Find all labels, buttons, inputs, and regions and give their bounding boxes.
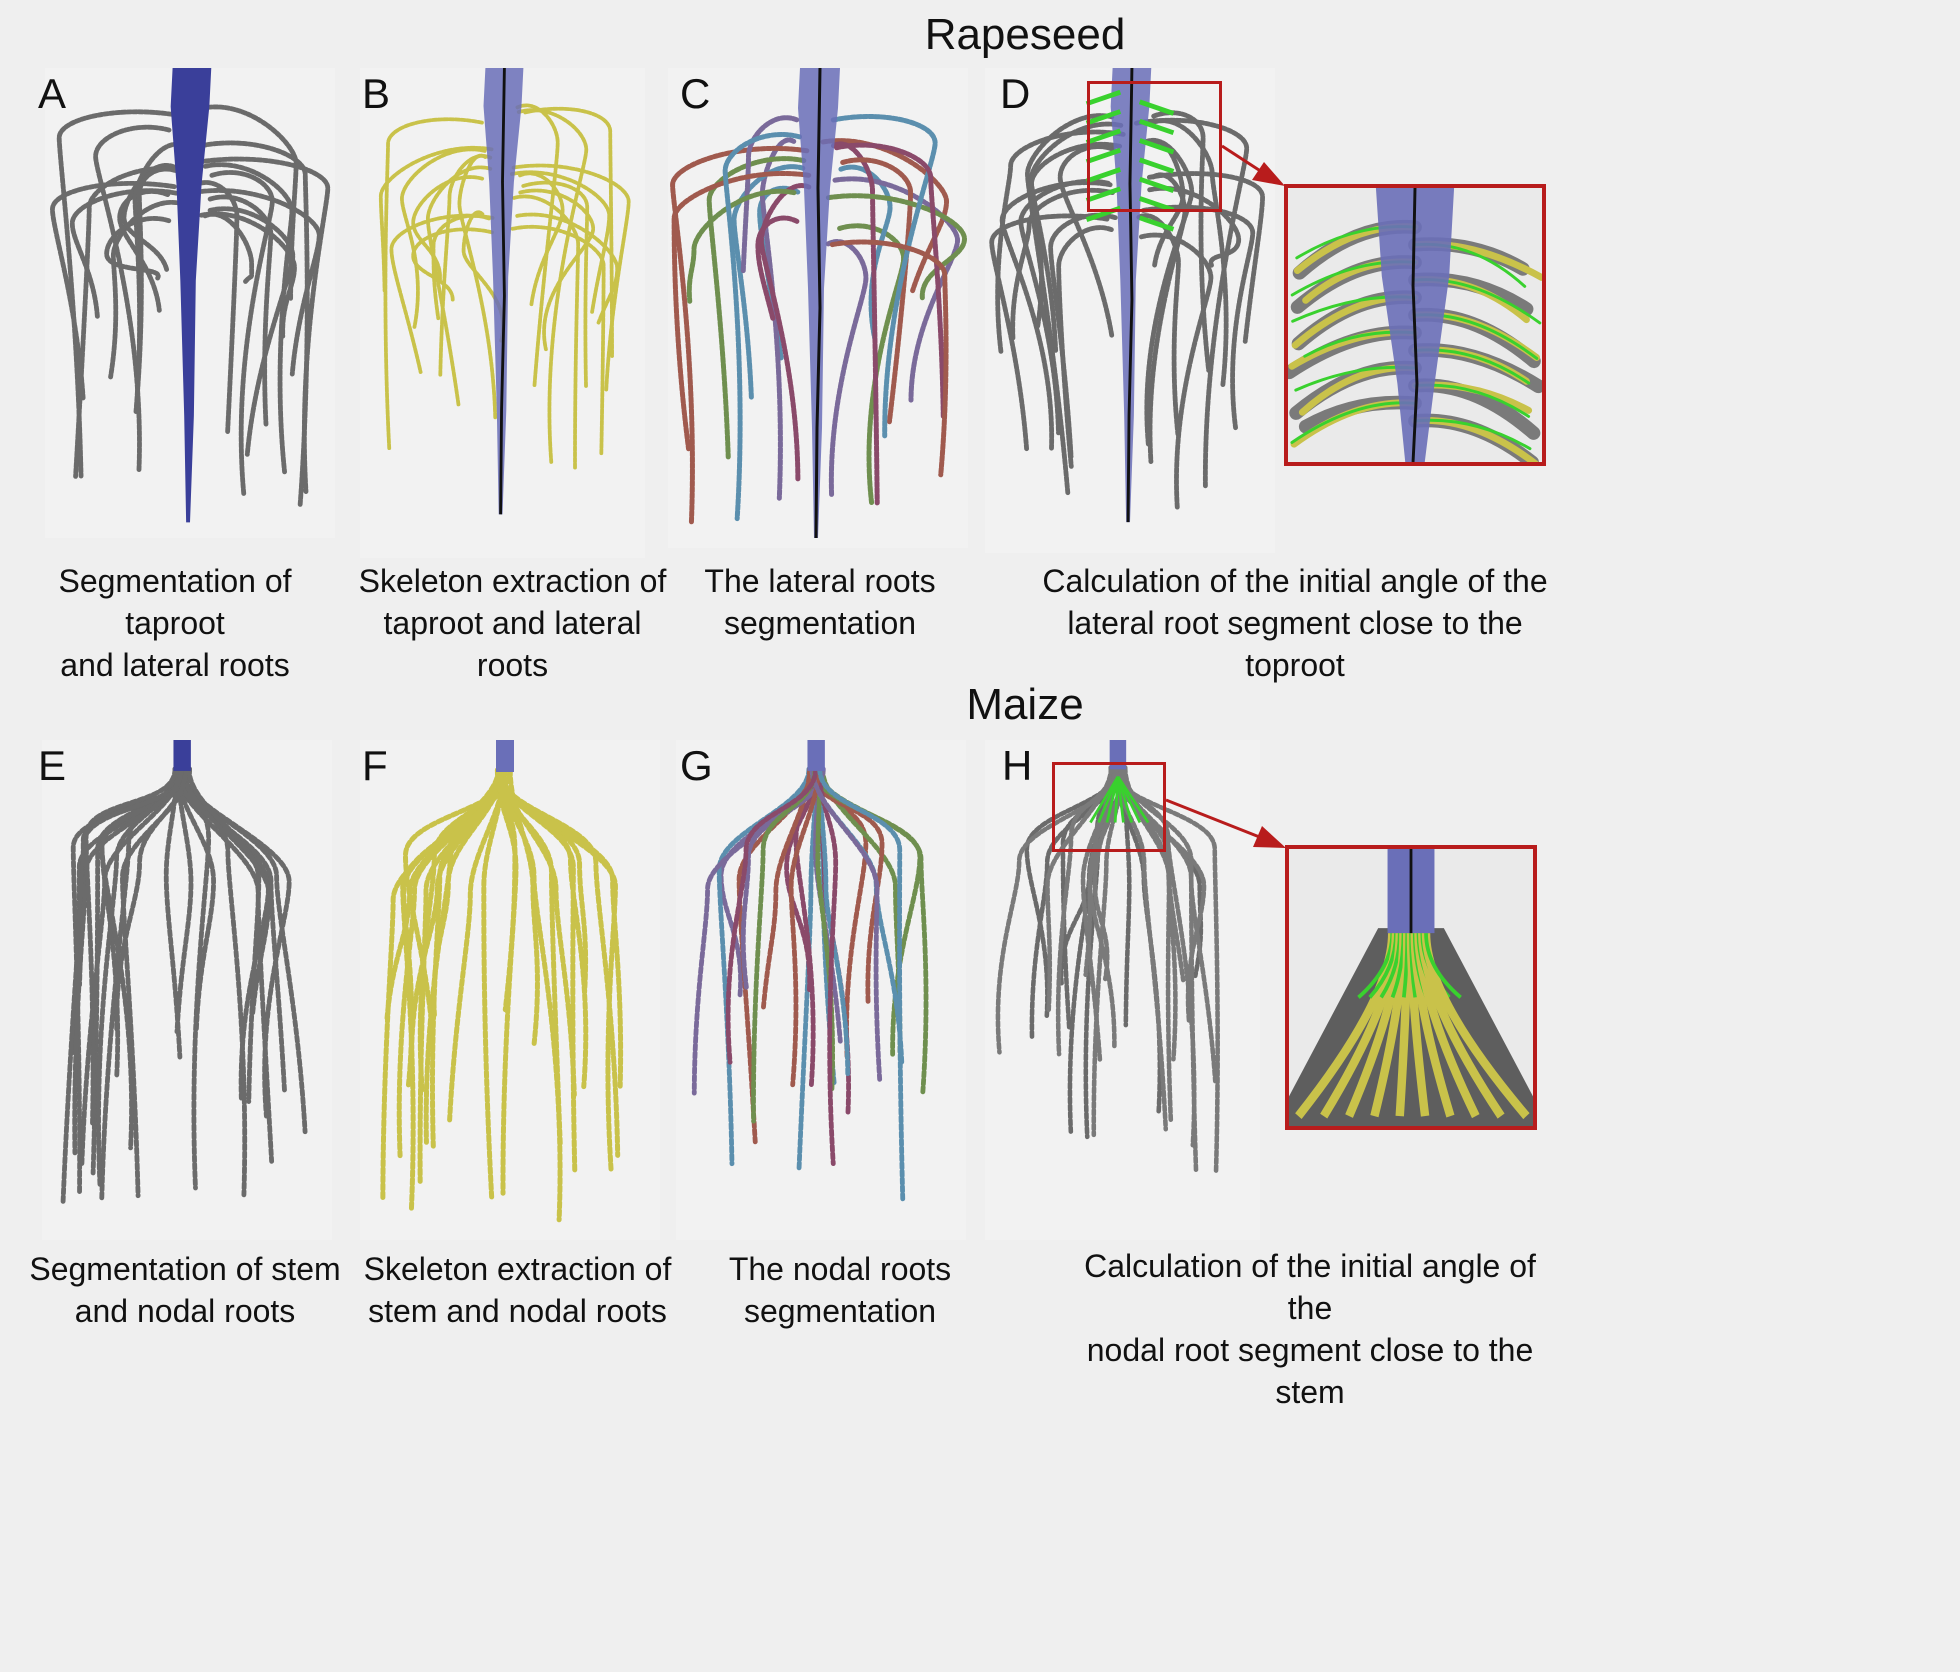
caption-d: Calculation of the initial angle of the …	[1030, 560, 1560, 686]
inset-rapeseed	[1284, 184, 1546, 466]
panel-letter-d: D	[1000, 70, 1031, 117]
caption-f-line-1: Skeleton extraction of	[363, 1251, 672, 1287]
caption-h: Calculation of the initial angle of the …	[1060, 1245, 1560, 1413]
root-illustration	[60, 740, 308, 1204]
rapeseed-title: Rapeseed	[924, 10, 1126, 59]
caption-g-line-1: The nodal roots	[728, 1251, 952, 1287]
caption-e-line-2: and nodal roots	[74, 1293, 296, 1329]
caption-a: Segmentation of taproot and lateral root…	[10, 560, 340, 686]
panel-c-image	[668, 68, 968, 548]
panel-letter-b: B	[362, 70, 391, 117]
root-illustration	[995, 740, 1220, 1175]
inset-maize	[1285, 845, 1537, 1130]
panel-letter-g: G	[680, 742, 713, 789]
caption-d-line-2: lateral root segment close to the toproo…	[1067, 605, 1523, 683]
maize-title: Maize	[966, 680, 1084, 729]
panel-letter-a: A	[38, 70, 67, 117]
caption-a-line-2: and lateral roots	[60, 647, 290, 683]
caption-c-line-2: segmentation	[723, 605, 917, 641]
caption-d-line-1: Calculation of the initial angle of the	[1042, 563, 1548, 599]
caption-c: The lateral roots segmentation	[680, 560, 960, 644]
root-illustration	[670, 68, 968, 539]
panel-a-image	[45, 68, 335, 538]
panel-letter-e: E	[38, 742, 67, 789]
panel-e-image	[42, 740, 332, 1240]
caption-f-line-2: stem and nodal roots	[368, 1293, 667, 1329]
caption-b-line-1: Skeleton extraction of	[358, 563, 667, 599]
caption-h-line-1: Calculation of the initial angle of the	[1084, 1248, 1536, 1326]
caption-a-line-1: Segmentation of taproot	[58, 563, 292, 641]
panel-g-image	[676, 740, 966, 1240]
caption-g-line-2: segmentation	[743, 1293, 937, 1329]
caption-e-line-1: Segmentation of stem	[29, 1251, 341, 1287]
caption-b: Skeleton extraction of taproot and later…	[345, 560, 680, 686]
inset-illustration	[1289, 849, 1533, 1126]
root-illustration	[380, 740, 624, 1223]
root-illustration	[378, 68, 631, 515]
caption-e: Segmentation of stem and nodal roots	[20, 1248, 350, 1332]
panel-letter-f: F	[362, 742, 388, 789]
root-illustration	[50, 68, 331, 523]
caption-b-line-2: taproot and lateral roots	[383, 605, 642, 683]
panel-b-image	[360, 68, 645, 558]
caption-g: The nodal roots segmentation	[700, 1248, 980, 1332]
root-illustration	[691, 740, 929, 1202]
zoom-frame-h	[1052, 762, 1166, 852]
panel-letter-c: C	[680, 70, 711, 117]
caption-f: Skeleton extraction of stem and nodal ro…	[360, 1248, 675, 1332]
caption-c-line-1: The lateral roots	[704, 563, 936, 599]
panel-letter-h: H	[1002, 742, 1033, 789]
inset-illustration	[1288, 188, 1542, 462]
root-illustration	[989, 68, 1265, 523]
panel-f-image	[360, 740, 660, 1240]
zoom-frame-d	[1087, 81, 1222, 212]
caption-h-line-2: nodal root segment close to the stem	[1086, 1332, 1534, 1410]
